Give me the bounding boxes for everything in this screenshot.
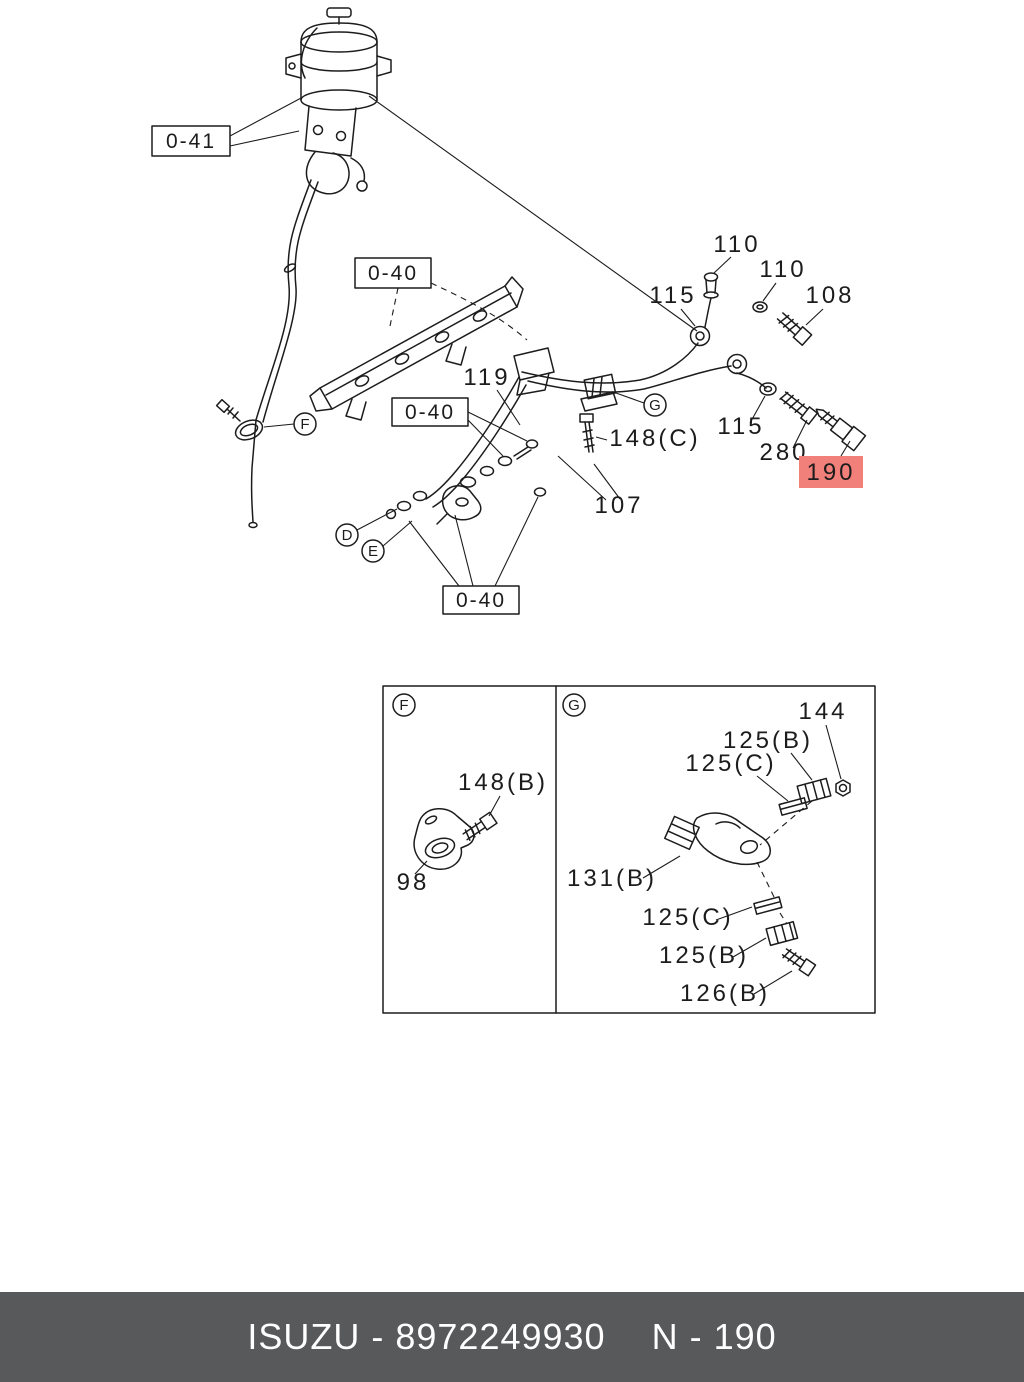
callout-125c-top[interactable]: 125(C) [685,750,776,777]
clamp-parts [753,777,851,947]
leader-line [557,455,607,501]
leader-line [467,419,504,457]
callout-280[interactable]: 280 [759,439,808,466]
ref-box-0-40-injector[interactable]: 0-40 [391,397,528,457]
leader-line [792,419,808,449]
leader-line [356,508,398,531]
leader-line [496,389,521,426]
banjo-fittings [689,272,777,396]
ref-box-0-40-lower[interactable]: 0-40 [408,496,539,615]
leader-line [715,906,753,921]
leader-line [263,423,295,428]
callout-126b[interactable]: 126(B) [680,980,770,1007]
callout-125c-bottom[interactable]: 125(C) [642,904,733,931]
view-marker-f: F [263,412,317,436]
ref-label-0-40-rail[interactable]: 0-40 [368,262,418,285]
hose-leader-line [368,95,698,332]
callout-131b[interactable]: 131(B) [567,865,657,892]
dashed-leader [779,912,788,925]
dashed-leader [759,800,813,846]
detail-view-marker-g: G [562,693,586,717]
bolt-108 [776,312,813,346]
dashed-leader [756,861,776,900]
leader-line [713,256,732,274]
view-letter-d: D [342,527,353,544]
view-marker-e: E [361,520,413,563]
leader-line [467,411,528,442]
leader-line [805,308,824,326]
bracket-98 [413,808,475,870]
highlight-190 [799,456,863,488]
footer-bar: ISUZU - 8972249930 N - 190 [0,1292,1024,1382]
fuel-pipes [425,342,767,508]
hose-clamp-f [215,398,264,441]
detail-views-panel: F G 148(B) 98 [382,685,876,1014]
leader-line [840,440,851,457]
fuel-filter-pump-assembly [285,7,392,195]
callout-119[interactable]: 119 [463,364,510,391]
leader-line [593,463,621,500]
leader-line [756,775,789,802]
view-marker-g: G [615,392,667,417]
callout-125b-top[interactable]: 125(B) [723,727,813,754]
dashed-leader [389,287,399,327]
leader-line [229,130,300,147]
leader-line [494,496,539,587]
leader-line [749,395,766,424]
leader-line [753,970,793,995]
leader-line [642,855,681,879]
callout-148c[interactable]: 148(C) [609,425,700,452]
leader-line [762,282,777,302]
sensor-190 [815,408,867,452]
leader-line [615,392,645,404]
callout-110-a[interactable]: 110 [713,231,760,258]
view-letter-f: F [300,416,309,433]
leader-line [414,860,428,875]
view-marker-d: D [335,508,398,547]
detail-view-letter-f: F [399,697,408,714]
ref-label-0-40-injector[interactable]: 0-40 [405,401,455,424]
leader-line [790,752,813,781]
leader-line [382,520,413,547]
callout-190[interactable]: 190 [806,459,855,486]
leader-line [229,96,304,137]
callout-125b-bottom[interactable]: 125(B) [659,942,749,969]
ref-label-0-40-lower[interactable]: 0-40 [456,589,506,612]
pipe-clamp-g [580,373,618,412]
injector-seal-parts [385,439,547,525]
detail-view-marker-f: F [392,693,416,717]
leader-line [680,308,696,327]
bolt-148b [462,811,498,841]
callout-110-b[interactable]: 110 [759,256,806,283]
bolt-280 [779,391,819,425]
callout-144[interactable]: 144 [798,698,847,725]
callout-115-b[interactable]: 115 [717,413,764,440]
callout-115-a[interactable]: 115 [649,282,696,309]
callout-108[interactable]: 108 [805,282,854,309]
bolt-148c [579,413,595,453]
dashed-leader [430,282,528,341]
footer-part-number: ISUZU - 8972249930 [247,1316,606,1357]
leader-line [488,795,501,817]
callout-98[interactable]: 98 [397,869,430,896]
view-letter-g: G [649,397,661,414]
fuel-rail [309,276,524,421]
ref-box-0-40-rail[interactable]: 0-40 [354,257,528,341]
footer-page-ref: N - 190 [651,1316,777,1357]
callout-148b[interactable]: 148(B) [458,769,548,796]
fuel-hose [248,179,319,529]
leader-line [825,724,842,780]
leader-line [595,436,608,441]
part-callouts: 110 110 115 108 119 148(C) 115 280 190 1… [463,231,863,519]
bolt-126b [781,948,817,977]
leader-line [732,937,767,958]
leader-line [408,520,460,587]
detail-view-letter-g: G [568,697,580,714]
ref-box-0-41[interactable]: 0-41 [151,96,304,157]
ref-label-0-41[interactable]: 0-41 [166,130,216,153]
leader-line [454,514,474,587]
exploded-parts-diagram: 0-41 0-40 0-4 [151,7,876,1014]
view-letter-e: E [368,543,378,560]
sensor-131b [663,812,771,866]
